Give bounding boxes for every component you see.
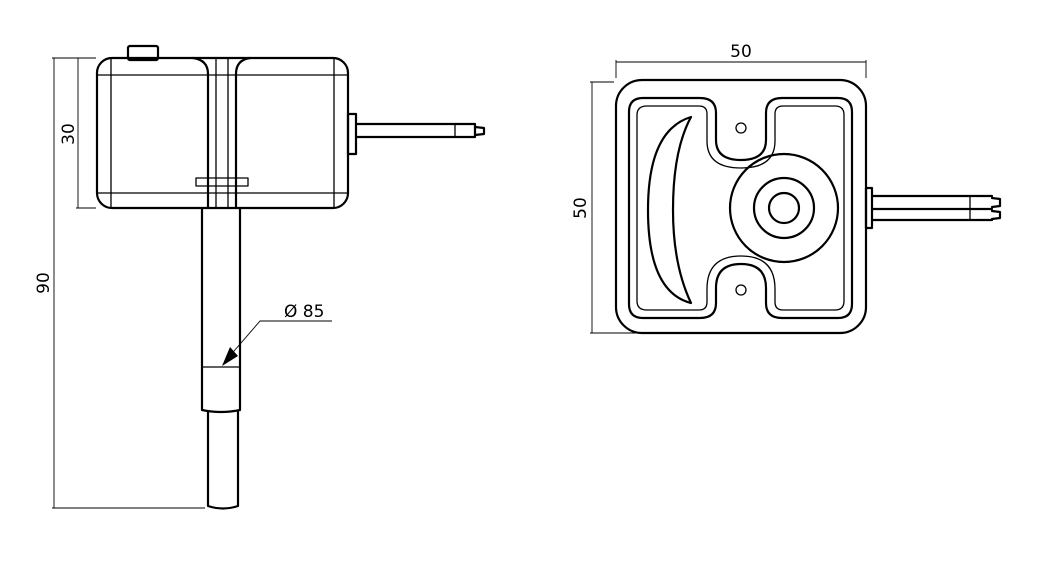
crescent-window: [646, 115, 693, 305]
cable: [206, 410, 240, 510]
dim-body-height: [76, 57, 96, 209]
top-view: 50 50: [571, 42, 1002, 335]
wire-exit-side: [346, 112, 486, 156]
dim-cable-diameter: [222, 320, 332, 366]
dim-body-height-label: 30: [59, 123, 79, 145]
cable-sleeve: [200, 206, 242, 414]
mount-hole-bottom: [735, 284, 747, 296]
dim-width-label: 50: [730, 42, 752, 62]
housing-side: [95, 56, 350, 210]
inner-outline: [627, 96, 854, 320]
dim-height-label: 50: [571, 197, 591, 219]
mount-hole-top: [735, 122, 747, 134]
dim-width: [615, 60, 867, 78]
dim-height: [590, 81, 640, 334]
dim-total-height-label: 90: [34, 272, 54, 294]
dim-cable-diameter-label: Ø 85: [284, 302, 324, 322]
top-tab: [126, 44, 160, 62]
central-boss: [728, 152, 840, 264]
side-view: 90 30 Ø 85: [34, 44, 486, 510]
wire-exit-top: [864, 186, 1002, 230]
